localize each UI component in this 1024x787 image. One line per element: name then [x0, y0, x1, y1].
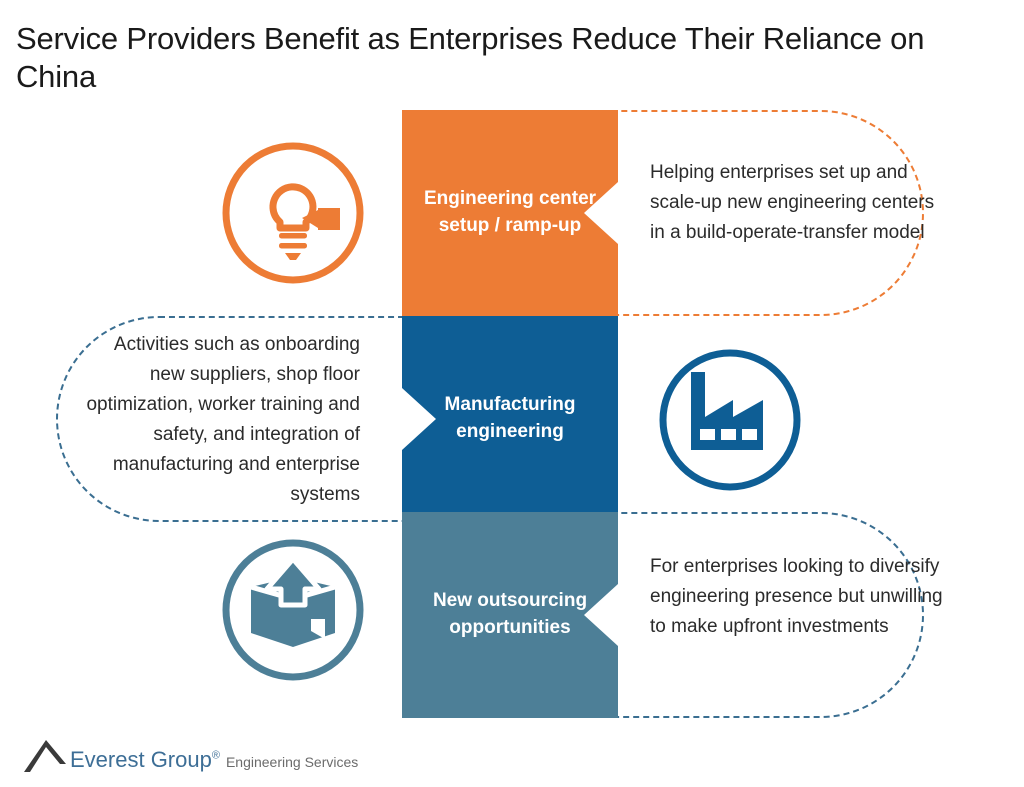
- band-label-engineering: Engineering center setup / ramp-up: [423, 188, 597, 236]
- footer-logo: Everest Group® Engineering Services: [22, 730, 358, 774]
- band-engineering-center-setup: Engineering center setup / ramp-up: [402, 110, 618, 316]
- band-label-outsourcing: New outsourcing opportunities: [432, 590, 588, 638]
- open-box-arrow-icon: [218, 535, 368, 685]
- logo-brand-name: Everest Group®: [70, 749, 220, 771]
- notch-arrow-right-icon: [584, 182, 618, 244]
- registered-trademark-symbol: ®: [211, 749, 220, 762]
- band-label-manufacturing: Manufacturing engineering: [444, 394, 576, 442]
- description-manufacturing: Activities such as onboarding new suppli…: [86, 334, 360, 506]
- lightbulb-idea-icon: [218, 138, 368, 288]
- everest-peak-icon: [22, 734, 68, 774]
- band-manufacturing-engineering: Manufacturing engineering: [402, 316, 618, 522]
- logo-brand-text: Everest Group: [70, 747, 212, 772]
- band-new-outsourcing-opportunities: New outsourcing opportunities: [402, 512, 618, 718]
- notch-arrow-left-icon: [402, 388, 436, 450]
- notch-arrow-right-icon: [584, 584, 618, 646]
- logo-tagline: Engineering Services: [225, 754, 359, 770]
- factory-icon: [655, 345, 805, 495]
- description-outsourcing: For enterprises looking to diversify eng…: [650, 556, 943, 638]
- page-title: Service Providers Benefit as Enterprises…: [16, 21, 925, 95]
- description-engineering: Helping enterprises set up and scale-up …: [650, 162, 935, 244]
